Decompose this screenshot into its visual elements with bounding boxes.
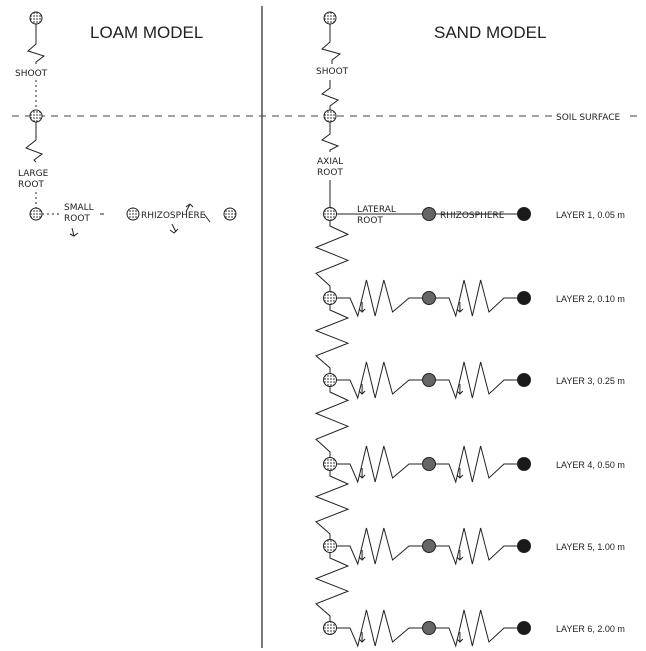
sand-surface-node (323, 109, 337, 123)
layer-label-3: LAYER 3, 0.25 m (556, 376, 625, 386)
sand-axial-root-label-1: AXIAL (317, 157, 343, 167)
flow-arrow (358, 468, 366, 479)
layer-label-6: LAYER 6, 2.00 m (556, 624, 625, 634)
axial-root-resistor-3 (314, 304, 350, 374)
layer-label-1: LAYER 1, 0.05 m (556, 210, 625, 220)
rhizosphere-node-5 (422, 539, 436, 553)
soil-node-4 (517, 457, 531, 471)
loam-shoot-resistor (26, 24, 46, 64)
sand-axial-resistor-top (320, 122, 340, 152)
sand-lateral-root-label-2: ROOT (357, 216, 383, 226)
loam-rhizosphere-label: RHIZOSPHERE (141, 211, 206, 221)
rhizosphere-node-1 (422, 207, 436, 221)
axial-root-node-3 (323, 373, 337, 387)
layer-label-5: LAYER 5, 1.00 m (556, 542, 625, 552)
sand-rhizosphere-label: RHIZOSPHERE (440, 211, 505, 221)
rhizosphere-node-3 (422, 373, 436, 387)
flow-arrow (456, 632, 464, 643)
soil-node-5 (517, 539, 531, 553)
axial-root-node-4 (323, 457, 337, 471)
axial-root-node-6 (323, 621, 337, 635)
lateral-root-resistor-2 (336, 279, 423, 318)
axial-root-node-5 (323, 539, 337, 553)
loam-small-root-label-1: SMALL (64, 203, 94, 213)
axial-root-node-1 (323, 207, 337, 221)
flow-arrow (456, 384, 464, 395)
axial-root-resistor-2 (314, 220, 350, 292)
flow-arrow (456, 468, 464, 479)
rhizosphere-node-4 (422, 457, 436, 471)
sand-shoot-resistor (320, 24, 342, 64)
flow-arrow (358, 302, 366, 313)
sand-shoot-node (323, 11, 337, 25)
soil-node-1 (517, 207, 531, 221)
axial-root-resistor-4 (314, 386, 350, 458)
loam-large-root-label-2: ROOT (18, 180, 44, 190)
flow-arrow (358, 550, 366, 561)
loam-shoot-node (29, 11, 43, 25)
rhizosphere-resistor-6 (435, 609, 518, 648)
rhizosphere-resistor-2 (435, 279, 518, 318)
sand-model: SHOOT SOIL SURFACE AXIAL ROOT LATERAL RO… (314, 11, 625, 648)
soil-node-2 (517, 291, 531, 305)
loam-root-node (29, 207, 43, 221)
loam-large-root-resistor (25, 122, 44, 163)
soil-surface-label: SOIL SURFACE (556, 113, 621, 123)
loam-small-root-label-2: ROOT (64, 214, 90, 224)
rhizosphere-resistor-5 (435, 527, 518, 566)
loam-rhizosphere-node (126, 207, 140, 221)
loam-model: SHOOT LARGE ROOT SMALL ROOT RHIZOSPHERE (15, 11, 237, 237)
rhizosphere-node-6 (422, 621, 436, 635)
flow-arrow (456, 302, 464, 313)
sand-shoot-label: SHOOT (316, 67, 349, 77)
sand-title: SAND MODEL (434, 23, 546, 42)
sand-layers: LAYER 1, 0.05 m LAYER 2, 0.10 m LAYER 3, 0… (314, 207, 625, 648)
rhizosphere-resistor-3 (435, 361, 518, 400)
flow-arrow (358, 632, 366, 643)
sand-axial-root-label-2: ROOT (317, 168, 343, 178)
rhizosphere-resistor-4 (435, 445, 518, 484)
lateral-root-resistor-6 (336, 609, 423, 648)
loam-title: LOAM MODEL (90, 23, 203, 42)
lateral-root-resistor-4 (336, 445, 423, 484)
lateral-root-resistor-3 (336, 361, 423, 400)
loam-surface-node (29, 109, 43, 123)
flow-arrow (456, 550, 464, 561)
loam-large-root-label-1: LARGE (18, 169, 49, 179)
axial-root-node-2 (323, 291, 337, 305)
lateral-root-resistor-5 (336, 527, 423, 566)
axial-root-resistor-6 (314, 552, 350, 622)
soil-node-3 (517, 373, 531, 387)
loam-shoot-label: SHOOT (15, 69, 48, 79)
axial-root-resistor-5 (314, 470, 350, 540)
flow-arrow (358, 384, 366, 395)
sand-lateral-root-label-1: LATERAL (357, 205, 396, 215)
layer-label-2: LAYER 2, 0.10 m (556, 294, 625, 304)
layer-label-4: LAYER 4, 0.50 m (556, 460, 625, 470)
rhizosphere-node-2 (422, 291, 436, 305)
loam-soil-node (223, 207, 237, 221)
soil-node-6 (517, 621, 531, 635)
